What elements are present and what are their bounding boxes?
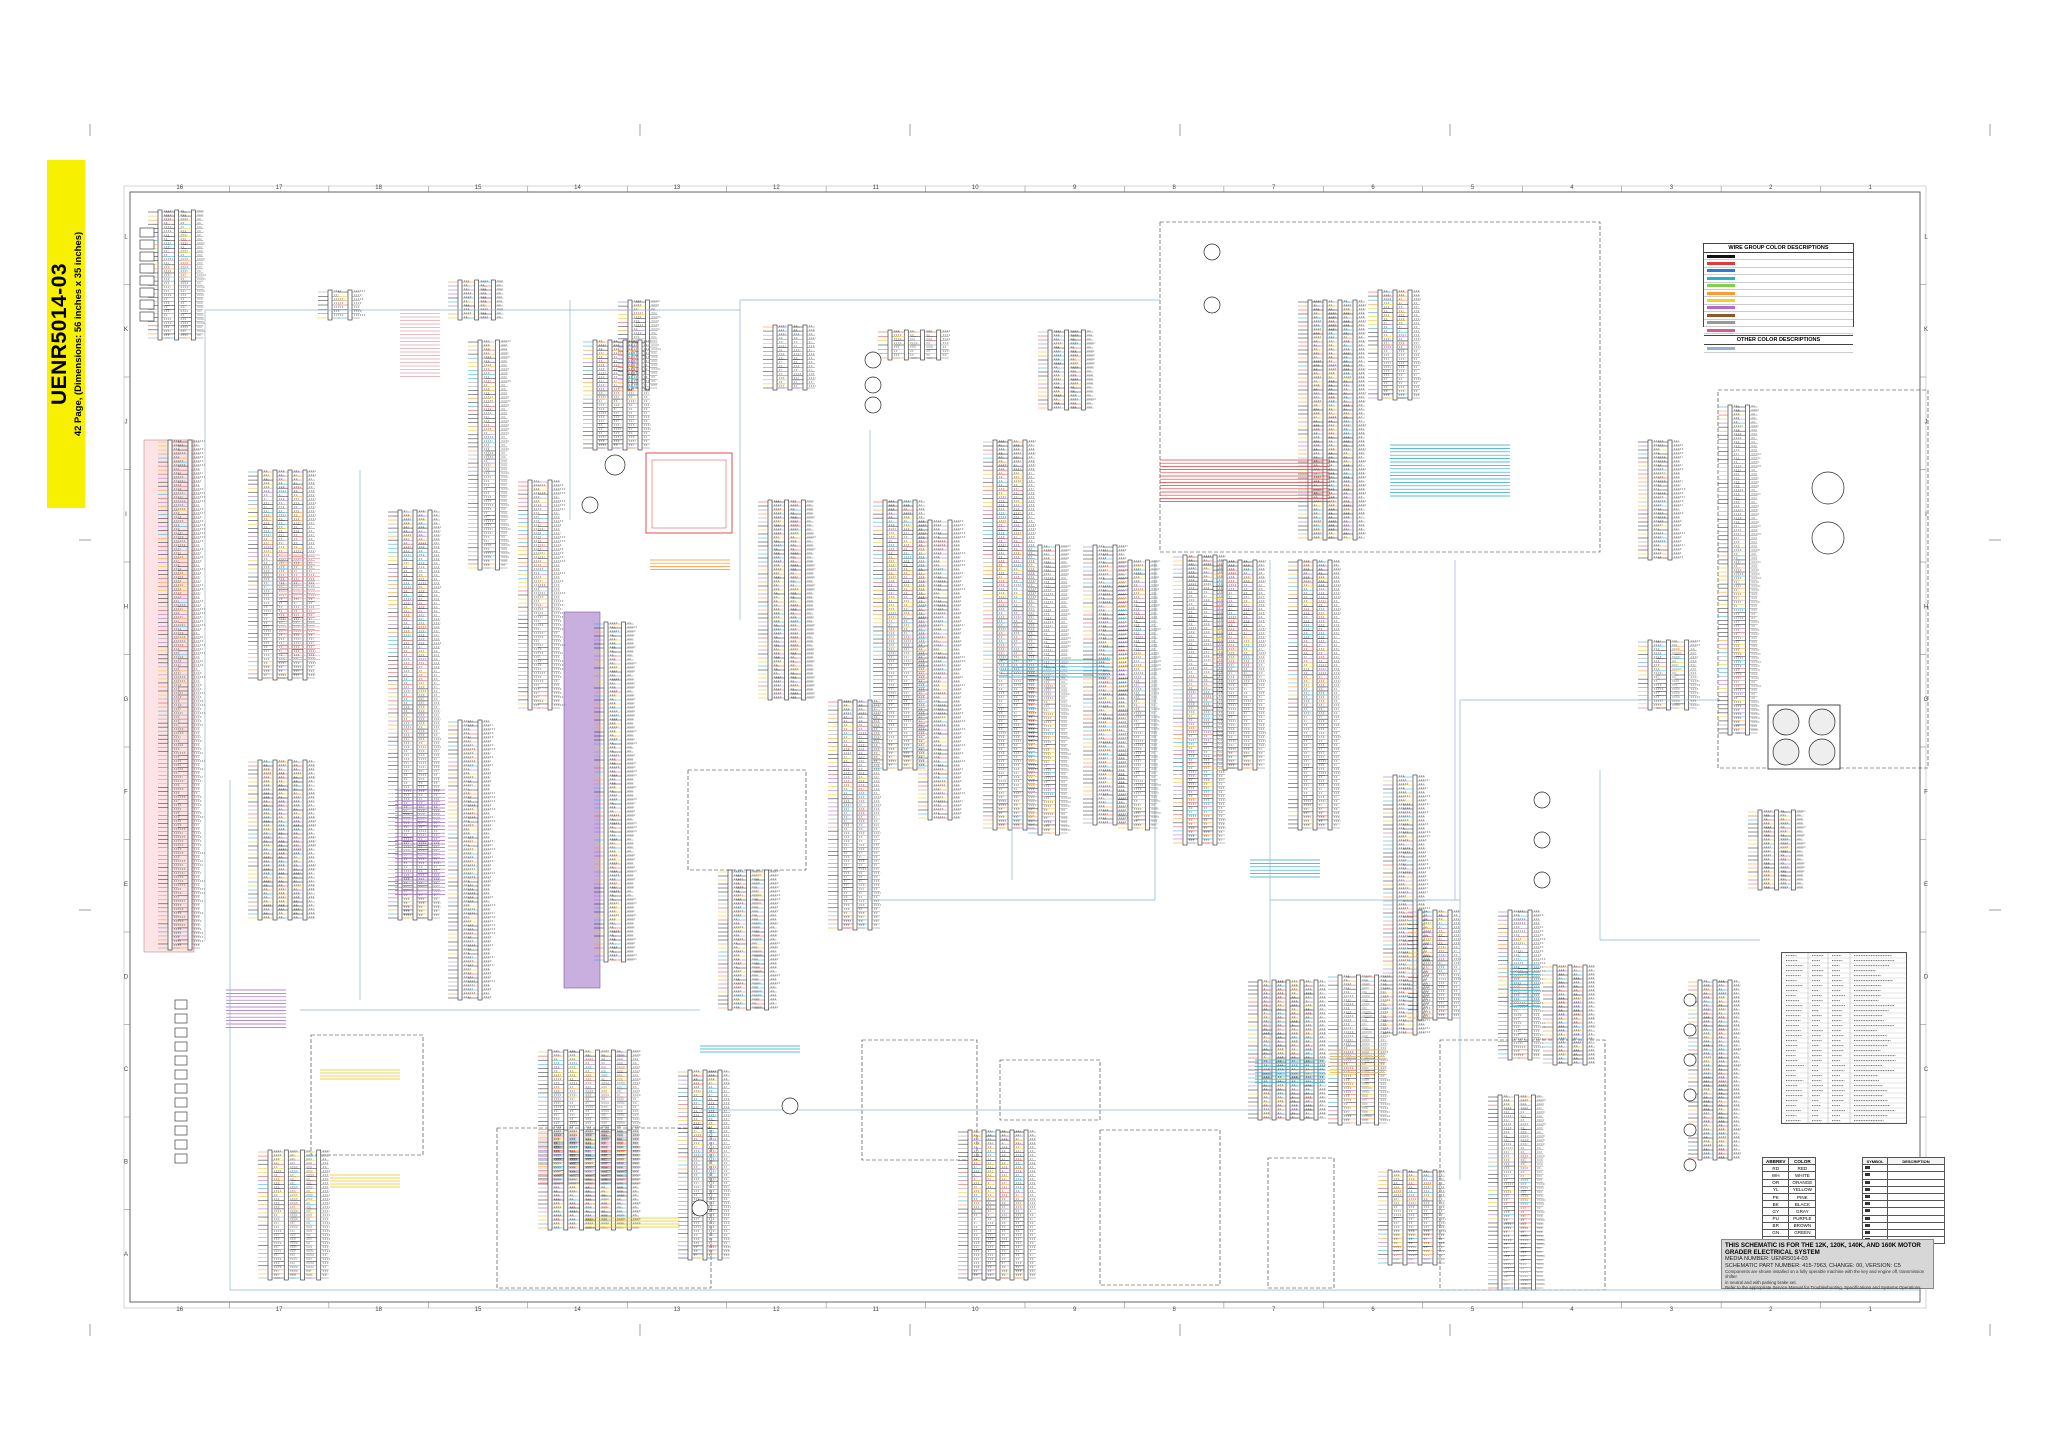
grid-row-label: K bbox=[1924, 327, 1928, 333]
grid-column-label: 18 bbox=[375, 185, 382, 191]
connector-block bbox=[257, 759, 263, 921]
grid-column-label: 11 bbox=[873, 185, 880, 191]
connector-block bbox=[287, 469, 293, 681]
grid-row-label: G bbox=[1924, 697, 1929, 703]
connector-block bbox=[272, 759, 278, 921]
grid-column-label: 7 bbox=[1272, 185, 1276, 191]
connector-block bbox=[272, 469, 278, 681]
grid-column-label: 8 bbox=[1172, 1307, 1176, 1313]
connector-block bbox=[495, 339, 500, 571]
connector-block bbox=[547, 479, 553, 711]
grid-column-label: 8 bbox=[1172, 185, 1176, 191]
connector-block bbox=[621, 621, 626, 963]
subassembly-boundary bbox=[1099, 1129, 1221, 1286]
grid-column-label: 9 bbox=[1073, 185, 1077, 191]
grid-column-label: 16 bbox=[176, 185, 183, 191]
module-inner bbox=[651, 459, 727, 529]
connector-block bbox=[477, 719, 483, 1001]
grid-row-label: I bbox=[1925, 512, 1927, 518]
connector-block bbox=[167, 439, 173, 951]
grid-column-label: 6 bbox=[1371, 1307, 1375, 1313]
grid-column-label: 2 bbox=[1769, 1307, 1773, 1313]
connector-block bbox=[257, 469, 263, 681]
grid-column-label: 9 bbox=[1073, 1307, 1077, 1313]
grid-row-label: J bbox=[1925, 419, 1928, 425]
subassembly-boundary bbox=[1159, 221, 1601, 553]
connector-block bbox=[302, 759, 308, 921]
connector-block bbox=[527, 479, 533, 711]
connector-block bbox=[477, 339, 483, 571]
connector-block bbox=[412, 509, 418, 921]
subassembly-boundary bbox=[1267, 1157, 1335, 1289]
grid-column-label: 5 bbox=[1471, 1307, 1475, 1313]
grid-column-label: 3 bbox=[1670, 1307, 1674, 1313]
grid-row-label: D bbox=[1924, 974, 1929, 980]
grid-column-label: 7 bbox=[1272, 1307, 1276, 1313]
grid-column-label: 5 bbox=[1471, 185, 1475, 191]
grid-row-label: L bbox=[124, 234, 128, 240]
grid-column-label: 10 bbox=[972, 185, 979, 191]
connector-block bbox=[767, 499, 773, 701]
grid-row-label: A bbox=[124, 1252, 128, 1258]
connector-block bbox=[645, 299, 650, 391]
grid-row-label: B bbox=[124, 1159, 128, 1165]
connector-block bbox=[191, 209, 196, 341]
grid-column-label: 2 bbox=[1769, 185, 1773, 191]
grid-row-label: F bbox=[1924, 789, 1928, 795]
grid-column-label: 10 bbox=[972, 1307, 979, 1313]
connector-block bbox=[302, 469, 308, 681]
grid-column-label: 14 bbox=[574, 185, 581, 191]
grid-column-label: 12 bbox=[773, 1307, 780, 1313]
grid-row-label: J bbox=[125, 419, 128, 425]
grid-column-label: 1 bbox=[1869, 1307, 1873, 1313]
grid-column-label: 18 bbox=[375, 1307, 382, 1313]
grid-column-label: 11 bbox=[873, 1307, 880, 1313]
subassembly-boundary bbox=[310, 1034, 424, 1156]
grid-column-label: 15 bbox=[475, 185, 482, 191]
connector-block bbox=[174, 209, 179, 341]
connector-block bbox=[427, 509, 433, 921]
subassembly-boundary bbox=[1439, 1039, 1606, 1291]
grid-row-label: I bbox=[125, 512, 127, 518]
grid-row-label: G bbox=[124, 697, 129, 703]
grid-column-label: 14 bbox=[574, 1307, 581, 1313]
grid-column-label: 16 bbox=[176, 1307, 183, 1313]
grid-row-label: E bbox=[1924, 882, 1928, 888]
grid-column-label: 1 bbox=[1869, 185, 1873, 191]
grid-row-label: H bbox=[124, 604, 128, 610]
grid-column-label: 4 bbox=[1570, 1307, 1574, 1313]
subassembly-boundary bbox=[687, 769, 807, 871]
connector-block bbox=[457, 719, 463, 1001]
grid-column-label: 4 bbox=[1570, 185, 1574, 191]
grid-column-label: 13 bbox=[674, 185, 681, 191]
connector-block bbox=[603, 621, 609, 963]
grid-row-label: C bbox=[124, 1067, 129, 1073]
subassembly-boundary bbox=[999, 1059, 1101, 1121]
connector-block bbox=[187, 439, 193, 951]
subassembly-boundary bbox=[861, 1039, 978, 1161]
connector-block bbox=[287, 759, 293, 921]
grid-column-label: 17 bbox=[276, 1307, 283, 1313]
subassembly-boundary bbox=[496, 1127, 712, 1289]
connector-block bbox=[157, 209, 163, 341]
module-outline bbox=[645, 452, 733, 534]
connector-block bbox=[397, 509, 403, 921]
grid-column-label: 6 bbox=[1371, 185, 1375, 191]
grid-row-label: E bbox=[124, 882, 128, 888]
grid-row-label: C bbox=[1924, 1067, 1929, 1073]
grid-column-label: 12 bbox=[773, 185, 780, 191]
grid-row-label: L bbox=[1924, 234, 1928, 240]
grid-row-label: H bbox=[1924, 604, 1928, 610]
grid-column-label: 13 bbox=[674, 1307, 681, 1313]
grid-column-label: 3 bbox=[1670, 185, 1674, 191]
grid-row-label: F bbox=[124, 789, 128, 795]
grid-column-label: 15 bbox=[475, 1307, 482, 1313]
grid-row-label: D bbox=[124, 974, 129, 980]
grid-row-label: K bbox=[124, 327, 128, 333]
grid-column-label: 17 bbox=[276, 185, 283, 191]
